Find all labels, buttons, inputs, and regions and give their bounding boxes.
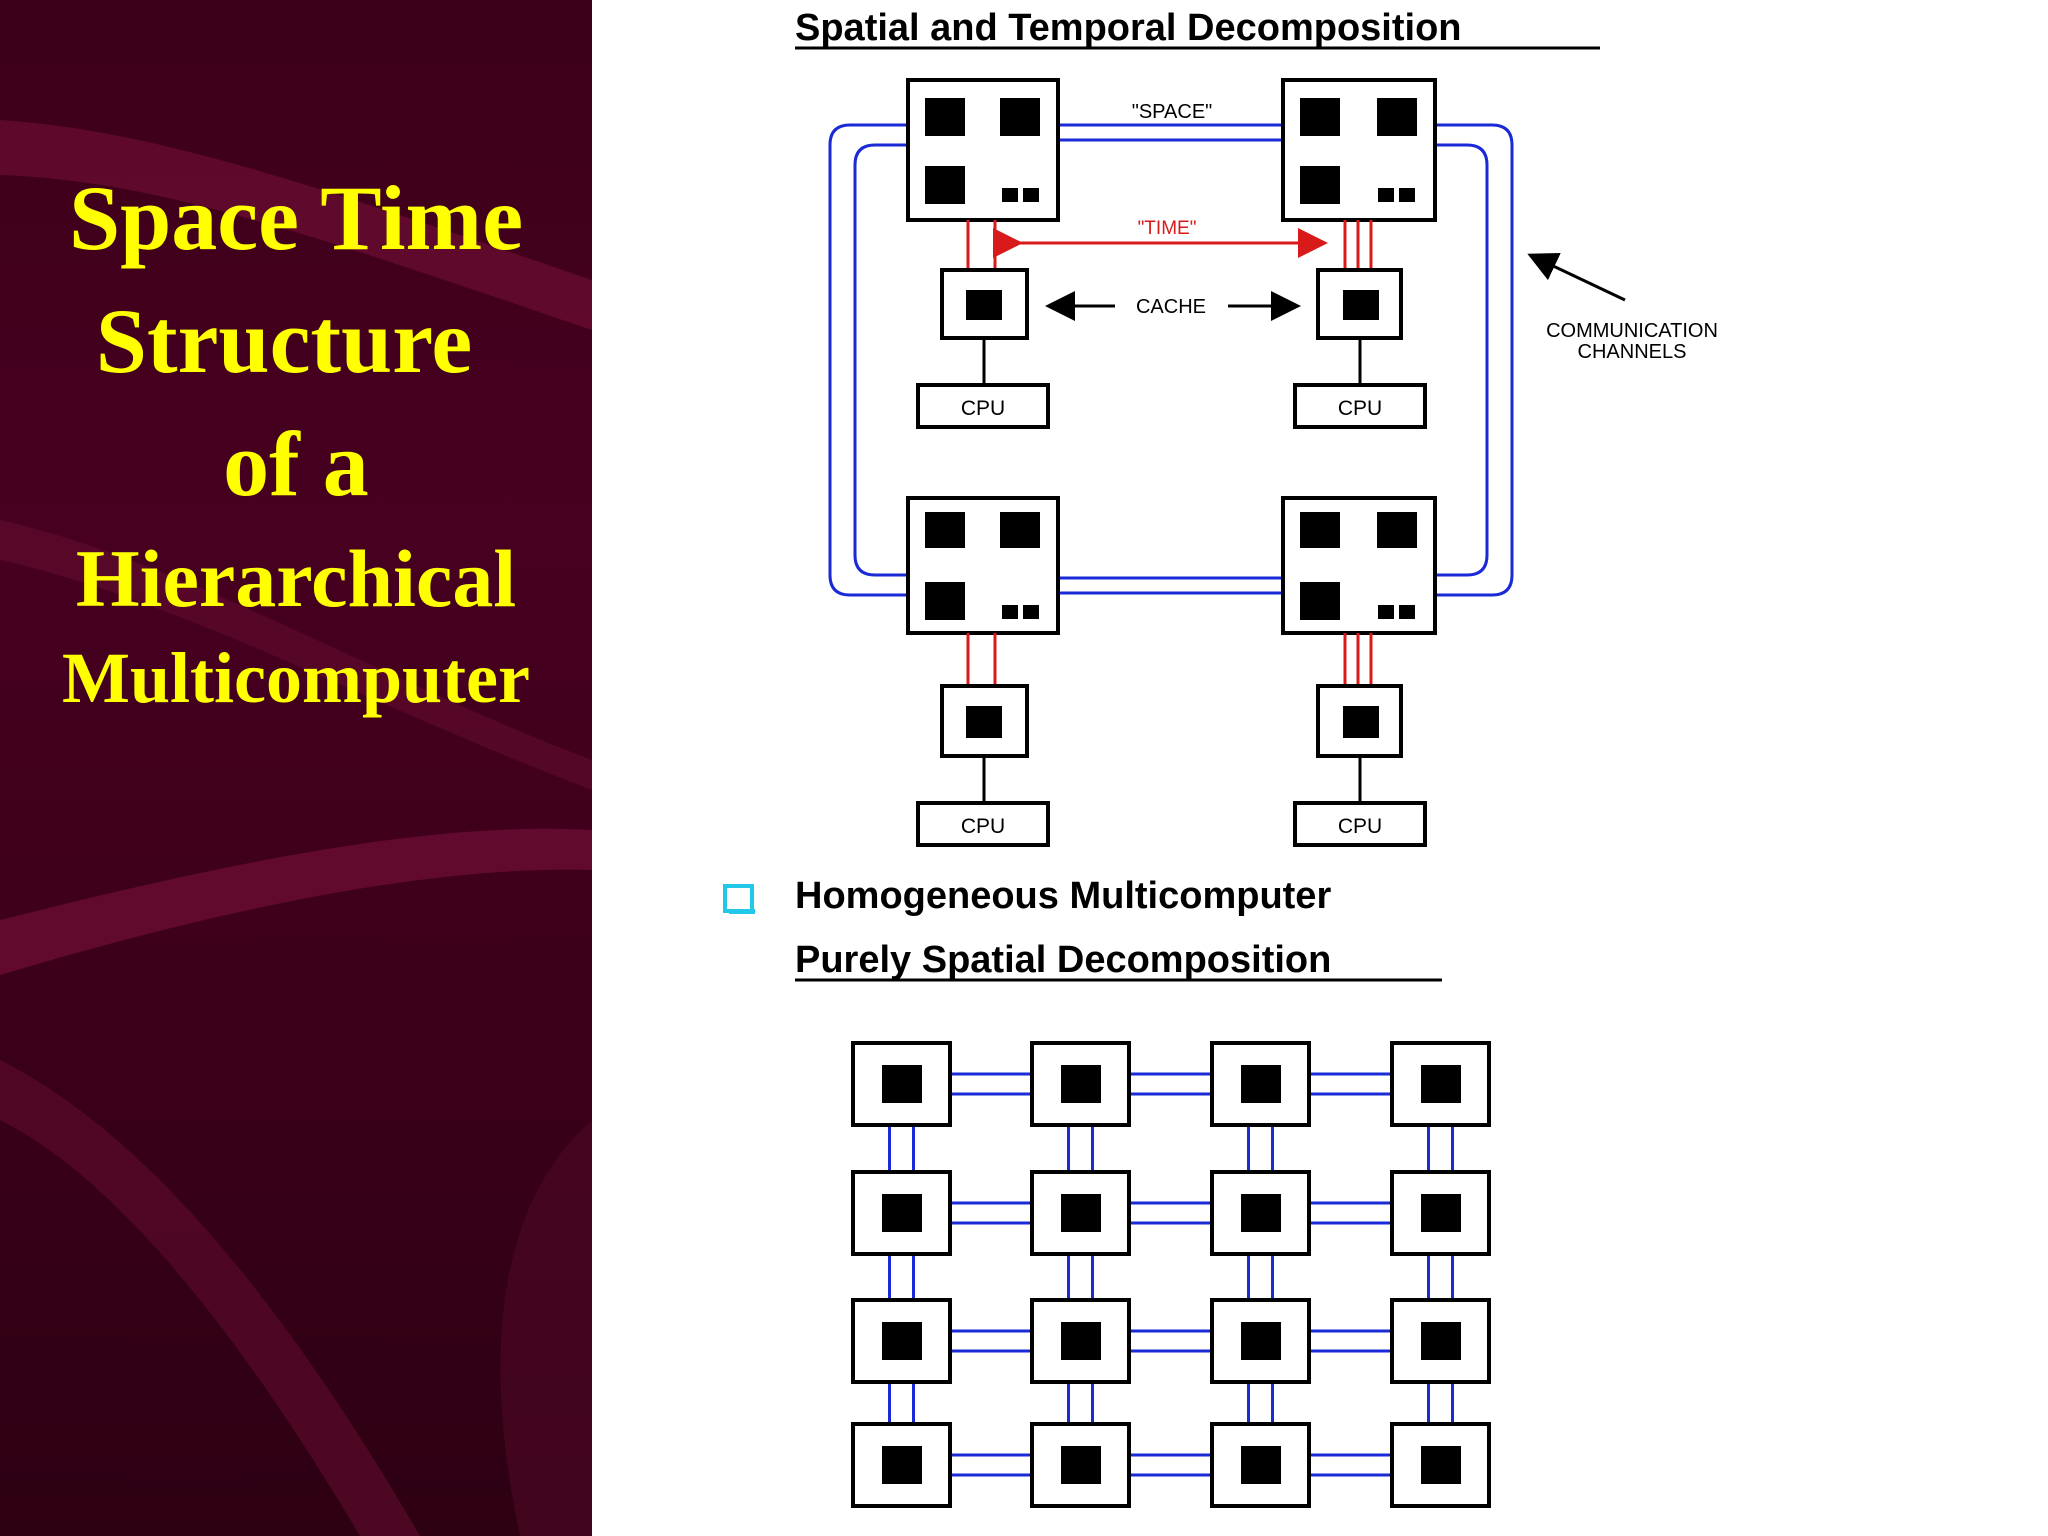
channel-loop-right-outer bbox=[1435, 123, 1514, 597]
cpu-top-right: CPU bbox=[1293, 383, 1427, 429]
top-heading: Spatial and Temporal Decomposition bbox=[795, 7, 1462, 49]
spatial-temporal-diagram: Spatial and Temporal Decomposition bbox=[795, 7, 1718, 847]
mesh-node-chip bbox=[1061, 1322, 1101, 1360]
bullet-icon bbox=[723, 884, 755, 914]
mesh-grid bbox=[851, 1041, 1491, 1508]
cache-top-right bbox=[1316, 268, 1403, 340]
mesh-node-chip bbox=[1241, 1065, 1281, 1103]
mesh-node bbox=[1210, 1170, 1311, 1256]
bullet-line-1: Homogeneous Multicomputer bbox=[795, 875, 1331, 917]
mesh-node bbox=[1210, 1041, 1311, 1127]
mesh-node bbox=[851, 1422, 952, 1508]
node-top-left bbox=[906, 78, 1060, 222]
title-line-4: Hierarchical bbox=[75, 533, 517, 624]
mesh-node-chip bbox=[1421, 1065, 1461, 1103]
cpu-label-bottom-right: CPU bbox=[1338, 815, 1382, 838]
mesh-node-chip bbox=[1241, 1446, 1281, 1484]
comm-label-line1: COMMUNICATION bbox=[1546, 320, 1718, 342]
mesh-node-chip bbox=[882, 1194, 922, 1232]
time-links-bottom bbox=[966, 633, 1373, 685]
comm-label-line2: CHANNELS bbox=[1578, 341, 1687, 363]
title-line-3: of a bbox=[223, 413, 369, 515]
cpu-label-top-left: CPU bbox=[961, 397, 1005, 420]
mesh-node-chip bbox=[882, 1065, 922, 1103]
cache-cpu-links bbox=[982, 338, 1362, 803]
space-label: "SPACE" bbox=[1132, 101, 1213, 123]
cache-label: CACHE bbox=[1136, 296, 1206, 318]
mesh-node-chip bbox=[1061, 1446, 1101, 1484]
node-top-right bbox=[1281, 78, 1437, 222]
mesh-node-chip bbox=[882, 1322, 922, 1360]
cache-bottom-right bbox=[1316, 684, 1403, 758]
mesh-node-chip bbox=[882, 1446, 922, 1484]
title-line-2: Structure bbox=[95, 290, 473, 392]
cpu-label-top-right: CPU bbox=[1338, 397, 1382, 420]
cache-top-left bbox=[940, 268, 1029, 340]
title-line-5: Multicomputer bbox=[62, 638, 530, 718]
channel-loop-left-outer bbox=[828, 123, 908, 597]
title-line-1: Space Time bbox=[68, 167, 524, 269]
cpu-bottom-right: CPU bbox=[1293, 801, 1427, 847]
title-panel: Space Time Structure of a Hierarchical M… bbox=[0, 0, 592, 1536]
mesh-node-chip bbox=[1421, 1322, 1461, 1360]
mesh-node-chip bbox=[1061, 1065, 1101, 1103]
mesh-node-chip bbox=[1421, 1446, 1461, 1484]
channel-loop-right-inner bbox=[1435, 143, 1489, 577]
cpu-top-left: CPU bbox=[916, 383, 1050, 429]
mesh-node-chip bbox=[1061, 1194, 1101, 1232]
node-bottom-left bbox=[906, 496, 1060, 635]
time-label: "TIME" bbox=[1138, 218, 1197, 239]
diagram-area: Spatial and Temporal Decomposition bbox=[723, 7, 1718, 1508]
channel-loop-left-inner bbox=[853, 143, 908, 577]
node-bottom-right bbox=[1281, 496, 1437, 635]
mesh-node-chip bbox=[1241, 1322, 1281, 1360]
cpu-bottom-left: CPU bbox=[916, 801, 1050, 847]
cpu-label-bottom-left: CPU bbox=[961, 815, 1005, 838]
comm-arrow bbox=[1527, 253, 1626, 302]
decorative-swooshes bbox=[0, 120, 592, 1536]
homogeneous-section: Homogeneous Multicomputer Purely Spatial… bbox=[723, 875, 1491, 1508]
bullet-line-2: Purely Spatial Decomposition bbox=[795, 939, 1331, 981]
cache-bottom-left bbox=[940, 684, 1029, 758]
mesh-node-chip bbox=[1421, 1194, 1461, 1232]
mesh-node-chip bbox=[1241, 1194, 1281, 1232]
